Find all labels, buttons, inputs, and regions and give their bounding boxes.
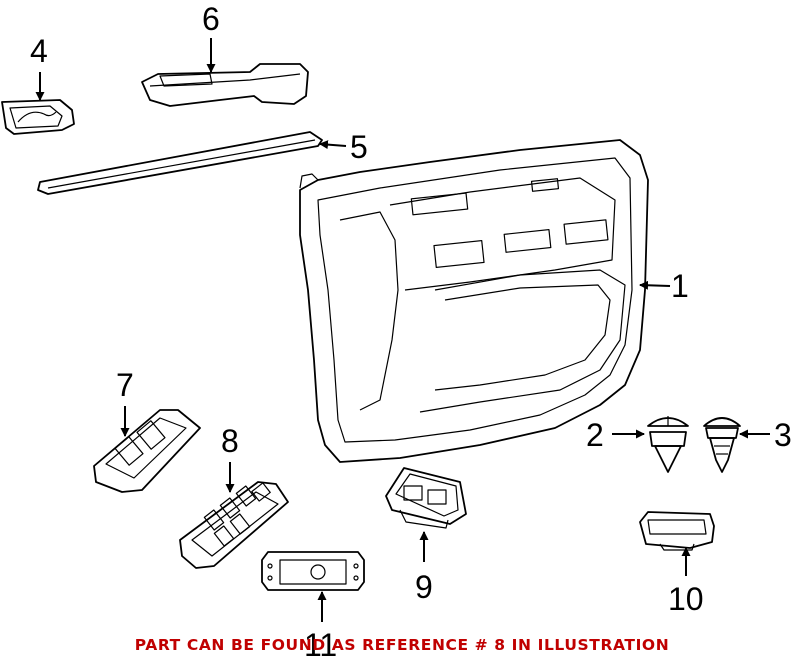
callout-3: 3 (774, 417, 792, 453)
leader-1 (639, 280, 671, 290)
master-window-switch (179, 481, 289, 569)
callout-8: 8 (221, 423, 239, 459)
switch-bezel-11 (261, 551, 365, 591)
window-switch-7 (93, 409, 201, 493)
armrest (141, 63, 309, 107)
leader-arrows (35, 38, 770, 622)
callout-2: 2 (586, 417, 604, 453)
leader-5 (319, 140, 347, 150)
belt-weatherstrip (37, 131, 323, 195)
callout-5: 5 (350, 129, 368, 165)
callout-1: 1 (671, 268, 689, 304)
push-clip-2 (647, 416, 689, 473)
callout-10: 10 (668, 581, 704, 617)
callout-6: 6 (202, 1, 220, 37)
callout-11: 11 (304, 627, 337, 658)
callout-7: 7 (116, 367, 134, 403)
callout-4: 4 (30, 33, 48, 69)
reference-note: PART CAN BE FOUND AS REFERENCE # 8 IN IL… (135, 636, 670, 654)
push-clip-3 (703, 417, 741, 473)
door-trim-panel (299, 139, 649, 463)
handle-bezel (1, 99, 75, 135)
callout-9: 9 (415, 569, 433, 605)
switch-module-9 (385, 467, 467, 529)
switch-module-10 (639, 511, 715, 551)
